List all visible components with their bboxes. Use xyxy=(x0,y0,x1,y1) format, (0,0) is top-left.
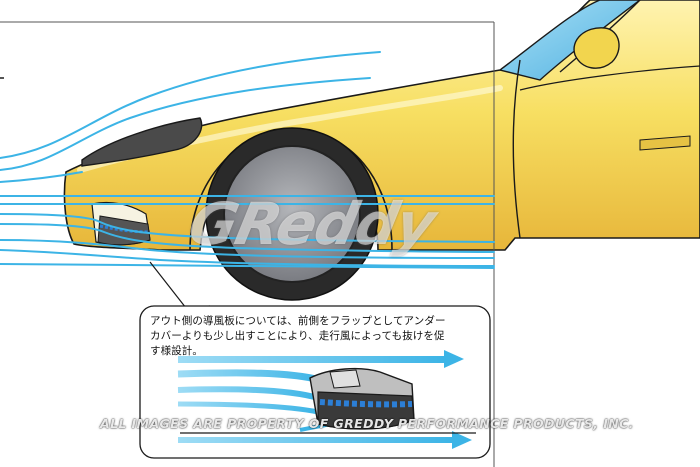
windshield xyxy=(498,0,642,81)
callout-line-3: す様設計。 xyxy=(150,345,203,357)
side-mirror xyxy=(573,27,620,69)
door-top-line xyxy=(519,65,700,91)
callout-text: アウト側の導風板については、前側をフラップとしてアンダー カバーよりも少し出すこ… xyxy=(150,314,490,359)
door-line xyxy=(512,59,521,239)
callout-line-2: カバーよりも少し出すことにより、走行風によっても抜けを促 xyxy=(150,330,445,342)
airflow-lines xyxy=(0,51,495,269)
headlight xyxy=(81,117,203,167)
inset-airflow-arrows xyxy=(177,350,472,449)
callout-pointer xyxy=(149,261,211,309)
door-handle xyxy=(639,135,691,151)
inset-duct xyxy=(309,367,415,430)
greddy-logo-watermark: GReddy xyxy=(182,190,441,258)
callout-line-1: アウト側の導風板については、前側をフラップとしてアンダー xyxy=(150,315,446,327)
copyright-watermark: ALL IMAGES ARE PROPERTY OF GREDDY PERFOR… xyxy=(100,416,634,431)
